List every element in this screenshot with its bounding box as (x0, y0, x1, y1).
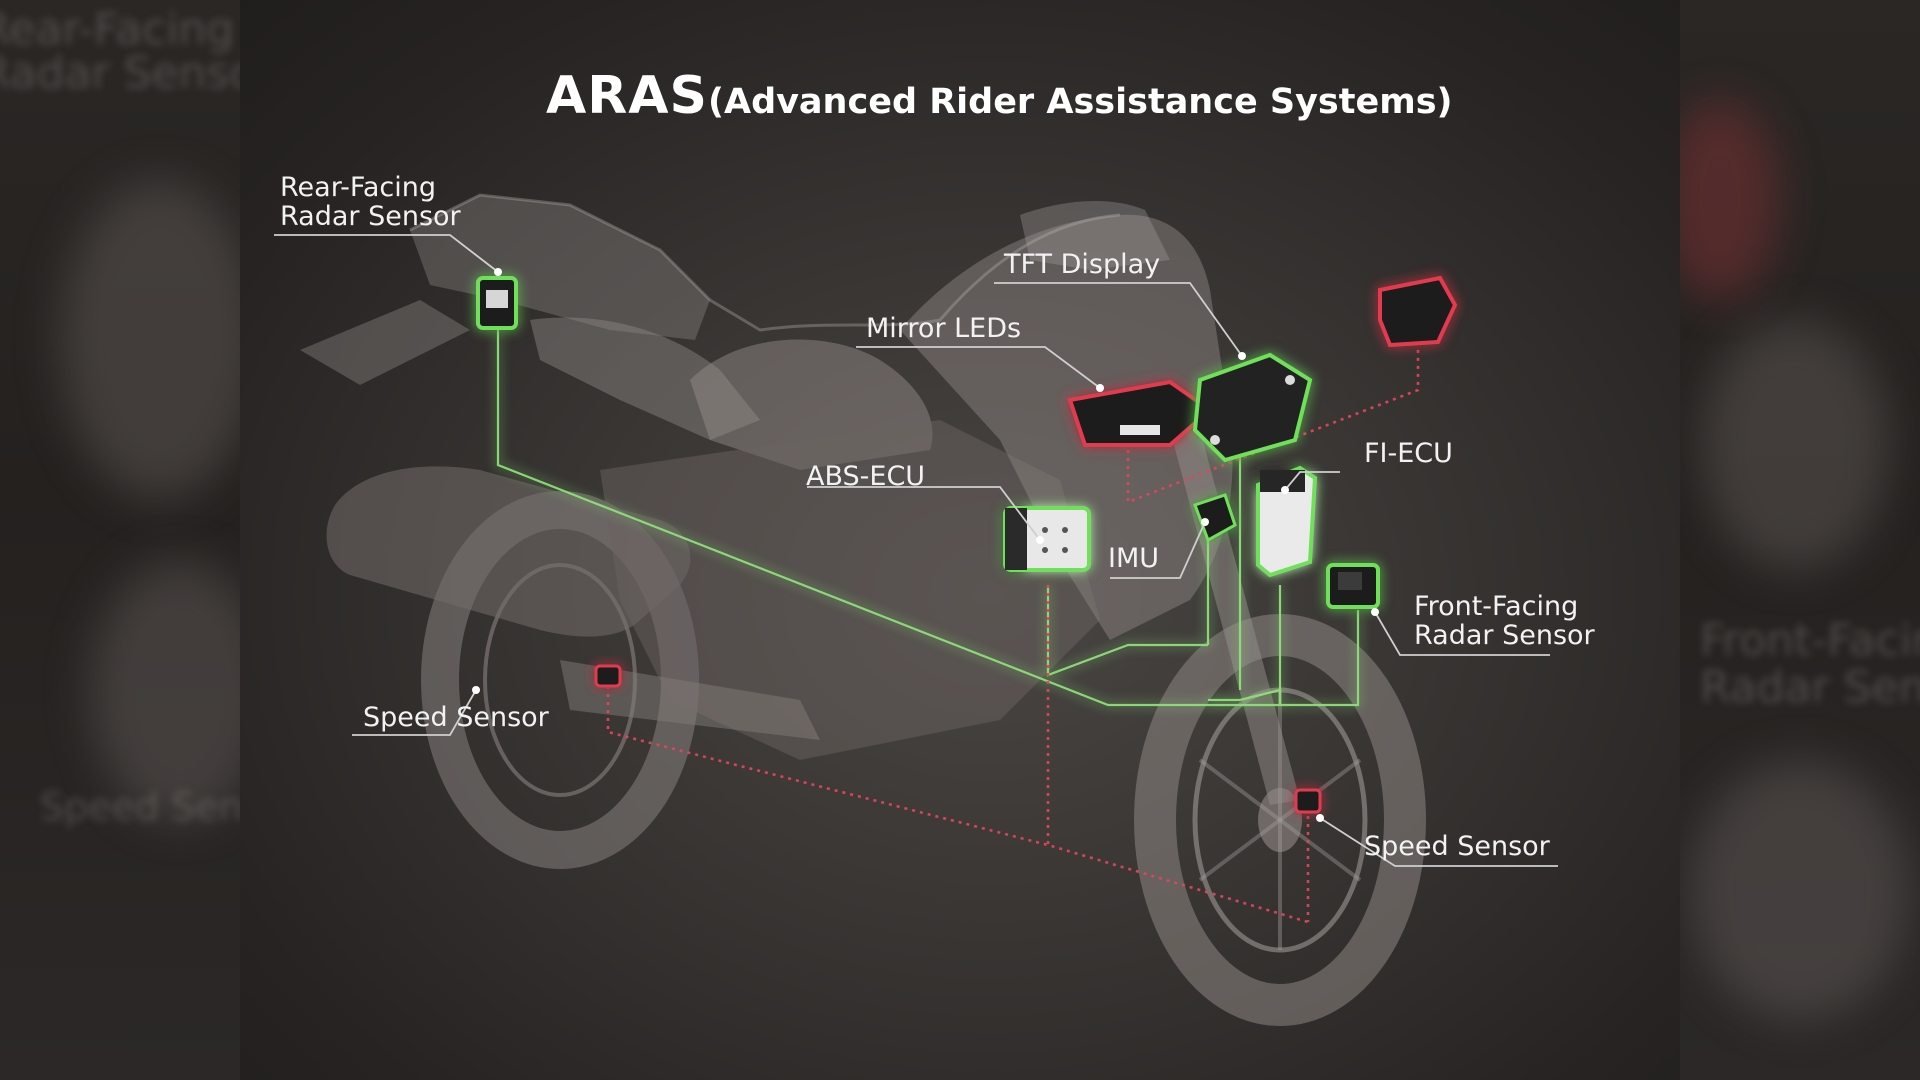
engine-frame (600, 420, 1100, 760)
rear-speed-sensor (594, 664, 622, 688)
leader-lines (274, 234, 1558, 867)
label-line: Rear-Facing (280, 172, 437, 203)
windscreen (1020, 200, 1170, 270)
can-bus-lines (496, 328, 1360, 707)
swingarm (560, 660, 820, 740)
blur-shape (1680, 100, 1780, 300)
rear-facing-radar-sensor (476, 276, 518, 330)
front-fairing (900, 214, 1233, 640)
label-front-speed-sensor: Speed Sensor (1364, 831, 1550, 862)
left-blur-background: Rear-Facing Radar Sensor Speed Sensor (0, 0, 240, 1080)
signal-lines (606, 345, 1420, 924)
leader-dots (472, 268, 1379, 822)
label-imu: IMU (1108, 543, 1160, 574)
imu (1193, 493, 1237, 543)
silhouette-outline (409, 193, 1121, 332)
diagram-panel: ARAS(Advanced Rider Assistance Systems) … (240, 0, 1680, 1080)
label-front-facing-radar-sensor: Front-Facing Radar Sensor (1414, 592, 1595, 650)
blur-label-line-2: Radar Sensor (1700, 662, 1920, 713)
label-line: Front-Facing (1414, 591, 1579, 622)
label-rear-speed-sensor: Speed Sensor (363, 702, 549, 733)
blur-shape (1700, 320, 1890, 570)
blur-label: Speed Sensor (40, 785, 240, 829)
label-fi-ecu: FI-ECU (1364, 438, 1453, 469)
label-abs-ecu: ABS-ECU (806, 461, 926, 492)
fuel-tank (690, 339, 933, 470)
right-mirror (1378, 275, 1458, 348)
fi-ecu (1256, 465, 1318, 578)
right-blur-background: Front-Facing Radar Sensor (1680, 0, 1920, 1080)
label-line: Radar Sensor (280, 201, 461, 232)
label-tft-display: TFT Display (1004, 249, 1161, 280)
title-main: ARAS (546, 66, 708, 126)
rear-wheel (421, 491, 699, 869)
abs-ecu (1003, 506, 1091, 572)
blur-shape (1690, 760, 1910, 1020)
label-line: Radar Sensor (1414, 620, 1595, 651)
tail-section (410, 195, 710, 340)
rear-rack (300, 300, 470, 385)
blur-shape (90, 560, 240, 820)
label-rear-facing-radar-sensor: Rear-Facing Radar Sensor (280, 173, 461, 231)
blur-label-line-2: Radar Sensor (0, 48, 240, 99)
label-mirror-leds: Mirror LEDs (866, 313, 1022, 344)
diagram-title: ARAS(Advanced Rider Assistance Systems) (546, 66, 1453, 126)
title-sub: (Advanced Rider Assistance Systems) (707, 82, 1453, 122)
motorcycle-silhouette (300, 193, 1426, 1026)
mirror-led (1067, 379, 1214, 447)
seat (530, 317, 760, 440)
exhaust (326, 466, 691, 637)
motorcycle-diagram (274, 193, 1558, 1026)
blur-shape (60, 180, 240, 500)
tft-display (1192, 352, 1313, 463)
blur-label-line-1: Front-Facing (1700, 615, 1920, 666)
front-facing-radar-sensor (1326, 563, 1380, 609)
front-speed-sensor (1294, 788, 1322, 814)
blur-label-line-1: Rear-Facing (0, 4, 235, 55)
